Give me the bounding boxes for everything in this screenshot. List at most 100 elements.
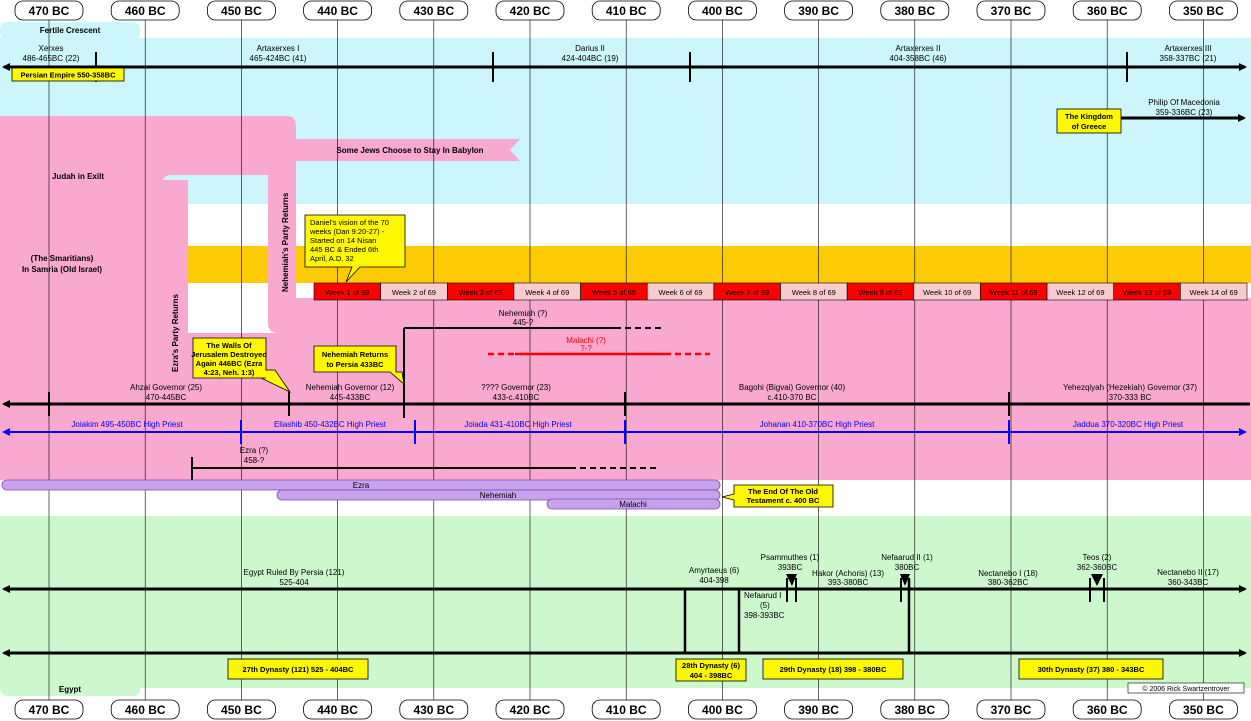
governor-dates: 445-433BC: [330, 393, 371, 402]
year-label: 350 BC: [1183, 703, 1224, 717]
samaritans-label-1: (The Smaritians): [31, 254, 94, 263]
king-name: Darius II: [575, 44, 605, 53]
week-label: Week 9 of 69: [858, 288, 902, 297]
greece-label-2: of Greece: [1072, 122, 1107, 131]
king-name: Artaxerxes III: [1164, 44, 1211, 53]
book-nehemiah: [276, 489, 721, 501]
king-name: Artaxerxes I: [257, 44, 300, 53]
governor-name: Bagohi (Bigvai) Governor (40): [739, 383, 846, 392]
year-pill: [14, 699, 84, 720]
year-label: 380 BC: [894, 4, 935, 18]
king-xerxes: Xerxes 486-465BC (22): [23, 44, 80, 63]
ezra-return-label: Ezra's Party Returns: [171, 294, 180, 372]
nectanebo2-dates: 360-343BC: [1168, 578, 1209, 587]
year-label: 370 BC: [991, 703, 1032, 717]
persian-empire-label: Persian Empire 550-358BC: [20, 71, 116, 80]
year-label: 410 BC: [606, 4, 647, 18]
governor-dates: 470-445BC: [146, 393, 187, 402]
book-malachi-label: Malachi: [619, 500, 647, 509]
amyrtaeus-name: Amyrtaeus (6): [689, 566, 740, 575]
year-label: 380 BC: [894, 703, 935, 717]
year-pill: [784, 699, 853, 720]
judah-exile-label: Judah in Exilt: [52, 172, 104, 181]
year-pill: [1169, 699, 1238, 720]
judah-main-band: [0, 333, 1251, 378]
dynasty-30-box: [1018, 658, 1164, 680]
daniel-line-5: April, A.D. 32: [310, 254, 354, 263]
nehemiah-return-label: Nehemiah's Party Returns: [281, 192, 290, 292]
year-pill: [206, 0, 276, 21]
year-label: 460 BC: [125, 703, 166, 717]
year-pill: [688, 0, 757, 21]
year-pill: [688, 699, 757, 720]
year-label: 470 BC: [29, 4, 70, 18]
priest-joiada: Joiada 431-410BC High Priest: [464, 420, 572, 429]
king-dates: 358-337BC (21): [1160, 54, 1217, 63]
dynasty-29-label: 29th Dynasty (18) 398 - 380BC: [780, 665, 887, 674]
year-pill: [976, 0, 1046, 21]
governor-yehezqiyah: Yehezqiyah (Hezekiah) Governor (37) 370-…: [1063, 383, 1197, 402]
year-pill: [784, 0, 853, 21]
egypt-label: Egypt: [59, 685, 82, 694]
copyright-text: © 2006 Rick Swartzentrover: [1142, 685, 1230, 693]
fertile-crescent-tab: [0, 22, 140, 40]
year-pill: [110, 0, 180, 21]
governor-unknown: ???? Governor (23) 433-c.410BC: [481, 383, 551, 402]
ezra-prophet-dates: 458-?: [244, 456, 265, 465]
year-pill: [1169, 0, 1238, 21]
year-label: 360 BC: [1087, 703, 1128, 717]
governor-bagohi: Bagohi (Bigvai) Governor (40) c.410-370 …: [739, 383, 846, 402]
week-label: Week 10 of 69: [923, 288, 971, 297]
year-pill: [399, 699, 469, 720]
daniel-line-3: Started on 14 Nisan: [310, 236, 376, 245]
psammuthes-name: Psammuthes (1): [761, 553, 820, 562]
philip-name: Philip Of Macedonia: [1148, 98, 1220, 107]
king-artaxerxes-2: Artaxerxes II 404-358BC (46): [890, 44, 947, 63]
king-artaxerxes-3: Artaxerxes III 358-337BC (21): [1160, 44, 1217, 63]
nectanebo1-dates: 380-362BC: [988, 578, 1029, 587]
week-label: Week 1 of 69: [325, 288, 369, 297]
daniel-line-1: Daniel's vision of the 70: [310, 218, 389, 227]
year-pill: [303, 699, 373, 720]
year-label: 420 BC: [510, 4, 551, 18]
end-ot-callout: [721, 484, 834, 508]
year-label: 440 BC: [317, 4, 358, 18]
year-label: 400 BC: [702, 703, 743, 717]
teos-dates: 362-360BC: [1077, 563, 1118, 572]
egypt-ruled-name: Egypt Ruled By Persia (121): [244, 568, 345, 577]
year-label: 400 BC: [702, 4, 743, 18]
psammuthes-dates: 393BC: [778, 563, 803, 572]
walls-line-3: Again 446BC (Ezra: [196, 359, 264, 368]
year-pill: [110, 699, 180, 720]
year-pill: [14, 0, 84, 21]
year-label: 450 BC: [221, 703, 262, 717]
governor-nehemiah: Nehemiah Governor (12) 445-433BC: [306, 383, 395, 402]
king-dates: 486-465BC (22): [23, 54, 80, 63]
dynasty-29-box: [762, 658, 904, 680]
dynasty-30-label: 30th Dynasty (37) 380 - 343BC: [1038, 665, 1145, 674]
neh-returns-line-2: to Persia 433BC: [326, 360, 384, 369]
daniel-callout: [304, 214, 406, 283]
year-label: 420 BC: [510, 703, 551, 717]
week-label: Week 11 of 69: [990, 288, 1038, 297]
nectanebo1-name: Nectanebo I (18): [978, 569, 1038, 578]
year-pill: [880, 0, 950, 21]
year-label: 450 BC: [221, 4, 262, 18]
priest-jaddua: Jaddua 370-320BC High Priest: [1073, 420, 1184, 429]
week-label: Week 8 of 69: [792, 288, 836, 297]
year-pill: [591, 699, 661, 720]
dynasty-28-box: [675, 658, 747, 682]
nefaarud2-dates: 380BC: [895, 563, 920, 572]
year-pill: [1072, 0, 1142, 21]
governor-name: Yehezqiyah (Hezekiah) Governor (37): [1063, 383, 1197, 392]
end-ot-line-2: Testament c. 400 BC: [747, 496, 820, 505]
week-label: Week 13 of 69: [1123, 288, 1171, 297]
week-label: Week 5 of 69: [592, 288, 636, 297]
year-pill: [399, 0, 469, 21]
year-label: 360 BC: [1087, 4, 1128, 18]
psammuthes-arrow: [786, 574, 797, 586]
priest-eliashib: Eliashib 450-432BC High Priest: [274, 420, 387, 429]
book-nehemiah-label: Nehemiah: [480, 491, 516, 500]
year-label: 430 BC: [413, 703, 454, 717]
dynasty-27-box: [227, 658, 369, 680]
